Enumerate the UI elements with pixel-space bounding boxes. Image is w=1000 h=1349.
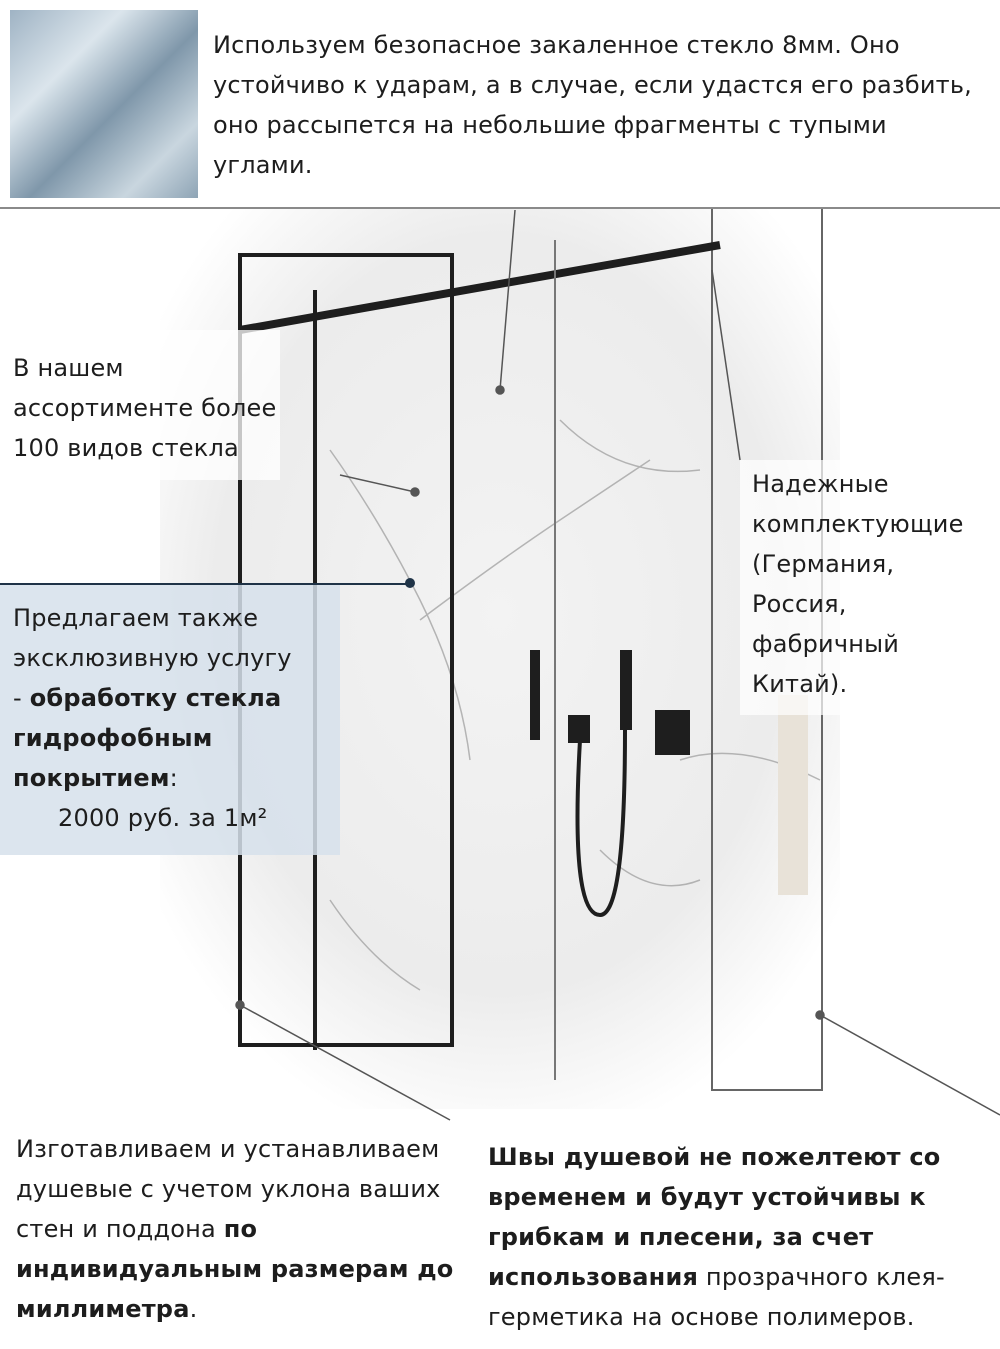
- components-panel: [740, 460, 1000, 715]
- seams-bold: Швы душевой не пожелтеют со временем и б…: [488, 1143, 941, 1291]
- glass-range-text: В нашем ассортименте более 100 видов сте…: [13, 354, 277, 462]
- door-handle: [530, 650, 540, 740]
- offer-divider: [0, 583, 410, 585]
- offer-intro: Предлагаем также эксклюзивную услугу: [13, 604, 292, 672]
- components-text: Надежные комплектующие (Германия, Россия…: [752, 470, 964, 698]
- custom-size-normal: Изготавливаем и устанавливаем душевые с …: [16, 1135, 441, 1243]
- sliding-rail: [239, 241, 721, 334]
- offer-text: Предлагаем также эксклюзивную услугу - о…: [13, 598, 323, 838]
- seams-normal: прозрачного клея-герметика на основе пол…: [488, 1263, 945, 1331]
- offer-dash: -: [13, 684, 30, 712]
- offer-price: 2000 руб. за 1м²: [58, 804, 268, 832]
- glass-fragments-image: [10, 10, 198, 198]
- offer-bold: обработку стекла гидрофобным покрытием: [13, 684, 282, 792]
- custom-size-bold: по индивидуальным размерам до миллиметра: [16, 1215, 454, 1323]
- divider: [0, 207, 1000, 209]
- custom-size-text: Изготавливаем и устанавливаем душевые с …: [16, 1129, 456, 1329]
- tempered-glass-text: Используем безопасное закаленное стекло …: [213, 31, 972, 179]
- offer-colon: :: [169, 764, 178, 792]
- seams-text: Швы душевой не пожелтеют со временем и б…: [488, 1137, 968, 1337]
- offer-panel: [0, 585, 340, 855]
- towel: [778, 695, 808, 895]
- custom-size-end: .: [189, 1295, 198, 1323]
- glass-range-panel: [0, 330, 280, 480]
